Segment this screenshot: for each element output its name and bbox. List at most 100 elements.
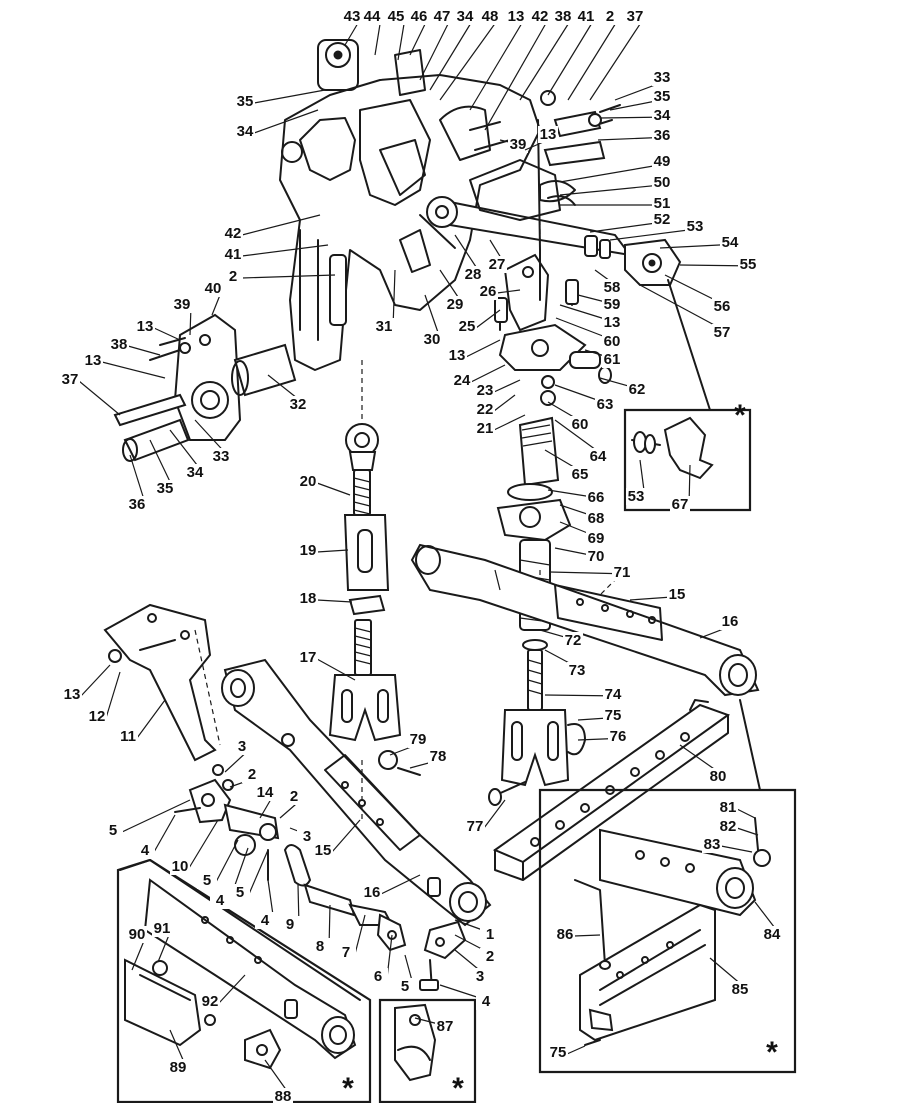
callout-label-bg [298, 649, 318, 666]
callout-label: 45 [388, 8, 405, 25]
callout-label-bg [368, 968, 388, 985]
callout-label: 3 [476, 968, 484, 985]
callout-label: 70 [588, 548, 605, 565]
callout-label-bg [625, 8, 645, 25]
callout-label: 43 [344, 8, 361, 25]
callout-17: 17 [298, 649, 356, 681]
callout-65: 65 [544, 449, 590, 483]
callout-39: 39 [499, 136, 528, 153]
callout-43: 43 [342, 8, 362, 46]
callout-70: 70 [554, 547, 606, 565]
top-link-assembly [328, 423, 421, 776]
callout-label: 15 [669, 586, 686, 603]
callout-label: 4 [261, 912, 270, 929]
callout-label: 73 [569, 662, 586, 679]
callout-label-bg [548, 1044, 568, 1061]
callout-label-bg [298, 473, 318, 490]
callout-label-bg [170, 858, 190, 875]
callout-label: 77 [467, 818, 484, 835]
leader-line [153, 327, 181, 341]
callout-label-bg [530, 8, 550, 25]
callout-label: 61 [604, 351, 621, 368]
callout-3: 3 [289, 827, 317, 845]
callout-label-bg [362, 884, 382, 901]
callout-label: 5 [401, 978, 409, 995]
leader-line [253, 89, 326, 104]
callout-label-bg [730, 981, 750, 998]
callout-2: 2 [223, 268, 336, 285]
callout-label-bg [242, 766, 262, 783]
callout-label: 10 [172, 858, 189, 875]
callout-label-bg [602, 351, 622, 368]
callout-label-bg [602, 314, 622, 331]
callout-label-bg [432, 8, 452, 25]
callout-label-bg [608, 728, 628, 745]
callout-label-bg [310, 938, 330, 955]
callout-label: 74 [605, 686, 622, 703]
leader-line [354, 914, 366, 955]
callout-label-bg [478, 283, 498, 300]
callout-label: 7 [342, 944, 350, 961]
callout-30: 30 [422, 294, 442, 348]
callout-4: 4 [135, 814, 176, 859]
callout-label-bg [612, 564, 632, 581]
callout-5: 5 [197, 839, 239, 889]
callout-label-bg [197, 872, 217, 889]
callout-label-bg [586, 530, 606, 547]
lift-rod-assembly [488, 375, 586, 806]
callout-label-bg [457, 318, 477, 335]
callout-label: 92 [202, 993, 219, 1010]
callout-label-bg [567, 662, 587, 679]
callout-71: 71 [549, 564, 632, 581]
callout-label-bg [626, 488, 646, 505]
callout-label: 5 [236, 884, 244, 901]
callout-66: 66 [547, 489, 606, 506]
callout-67: 67 [670, 464, 691, 513]
callout-label-bg [203, 280, 223, 297]
callout-label-bg [602, 333, 622, 350]
callout-label: 75 [550, 1044, 567, 1061]
callout-label: 60 [572, 416, 589, 433]
callout-label: 41 [578, 8, 595, 25]
callout-79: 79 [389, 731, 428, 756]
callout-37: 37 [60, 371, 121, 416]
callout-label: 2 [606, 8, 614, 25]
callout-13: 13 [83, 352, 166, 379]
callout-label: 34 [457, 8, 474, 25]
callout-69: 69 [559, 521, 606, 547]
callout-58: 58 [594, 269, 622, 296]
callout-80: 80 [679, 744, 728, 785]
callout-label-bg [475, 420, 495, 437]
leader-line [567, 17, 620, 101]
callout-label: 22 [477, 401, 494, 418]
callout-85: 85 [709, 957, 750, 998]
callout-32: 32 [267, 374, 308, 413]
callout-label-bg [738, 256, 758, 273]
callout-77: 77 [465, 799, 506, 835]
callout-label-bg [447, 347, 467, 364]
leader-line [121, 799, 191, 833]
callout-label-bg [586, 489, 606, 506]
callout-label-bg [298, 590, 318, 607]
callout-label-bg [603, 707, 623, 724]
leader-line [80, 664, 111, 697]
callout-label: 35 [237, 93, 254, 110]
callout-label: 6 [374, 968, 382, 985]
callout-18: 18 [298, 590, 353, 607]
callout-36: 36 [127, 454, 147, 513]
callout-63: 63 [554, 384, 615, 413]
callout-label-bg [127, 496, 147, 513]
callout-2: 2 [567, 8, 620, 101]
callout-label: 3 [303, 828, 311, 845]
callout-label-bg [155, 480, 175, 497]
callout-label: 37 [62, 371, 79, 388]
callout-label: 44 [364, 8, 381, 25]
callout-label-bg [555, 926, 575, 943]
callout-7: 7 [336, 914, 366, 961]
callout-label: 35 [654, 88, 671, 105]
callout-label-bg [288, 396, 308, 413]
callout-label: 3 [238, 738, 246, 755]
callout-label-bg [602, 279, 622, 296]
callout-53: 53 [609, 218, 705, 241]
